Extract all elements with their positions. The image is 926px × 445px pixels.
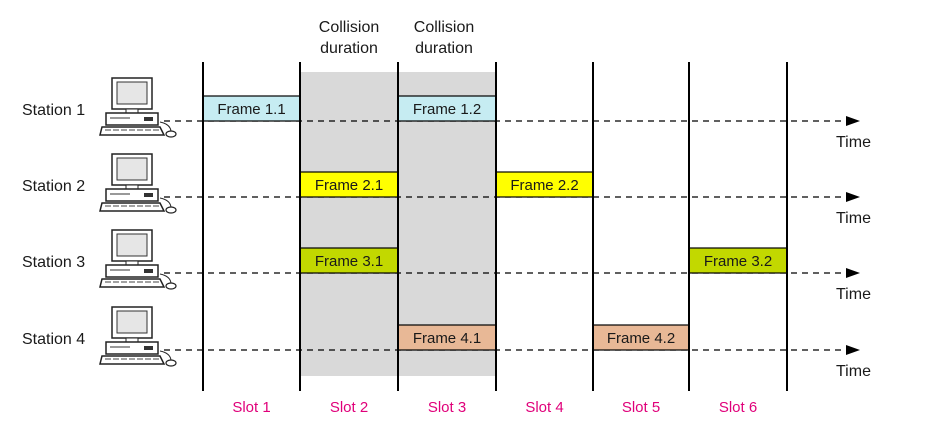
- frame-box: [592, 324, 690, 351]
- computer-icon: [99, 153, 177, 214]
- frame-label: Frame 2.1: [315, 177, 383, 194]
- slot-label-5: Slot 5: [622, 399, 660, 416]
- station-2-label: Station 2: [22, 178, 85, 195]
- frame-box: [495, 171, 594, 198]
- collision-label-2: Collision duration: [414, 19, 474, 57]
- frame-label: Frame 1.1: [217, 101, 285, 118]
- station-1-label: Station 1: [22, 102, 85, 119]
- station-2-time-label: Time: [836, 210, 871, 227]
- arrow-head-icon: [846, 192, 860, 202]
- frame-1-2: Frame 1.2: [397, 95, 497, 122]
- station-4-time-label: Time: [836, 363, 871, 380]
- frame-label: Frame 4.1: [413, 330, 481, 347]
- frame-2-2: Frame 2.2: [495, 171, 594, 198]
- frame-label: Frame 1.2: [413, 101, 481, 118]
- arrow-head-icon: [846, 116, 860, 126]
- collision-label-1-line2: duration: [320, 40, 378, 57]
- computer-icon: [99, 229, 177, 290]
- collision-label-2-line1: Collision: [414, 19, 474, 36]
- station-2: Station 2 Time: [22, 153, 871, 227]
- computer-icon: [99, 306, 177, 367]
- arrow-head-icon: [846, 268, 860, 278]
- slot-label-1: Slot 1: [232, 399, 270, 416]
- collision-region-1: [300, 72, 398, 376]
- frame-4-2: Frame 4.2: [592, 324, 690, 351]
- station-3-label: Station 3: [22, 254, 85, 271]
- collision-label-1: Collision duration: [319, 19, 379, 57]
- slot-label-2: Slot 2: [330, 399, 368, 416]
- collision-label-2-line2: duration: [415, 40, 473, 57]
- frame-3-2: Frame 3.2: [688, 247, 788, 274]
- station-4: Station 4 Time: [22, 306, 871, 380]
- slot-labels: Slot 1 Slot 2 Slot 3 Slot 4 Slot 5 Slot 6: [232, 399, 757, 416]
- station-1-time-label: Time: [836, 134, 871, 151]
- station-3: Station 3 Time: [22, 229, 871, 303]
- slot-label-4: Slot 4: [525, 399, 563, 416]
- frame-box: [688, 247, 788, 274]
- collision-shading: [300, 72, 496, 376]
- slot-boundaries: [202, 62, 788, 391]
- frame-2-1: Frame 2.1: [299, 171, 399, 198]
- frame-3-1: Frame 3.1: [299, 247, 399, 274]
- frame-1-1: Frame 1.1: [202, 95, 301, 122]
- frame-label: Frame 3.2: [704, 253, 772, 270]
- station-4-label: Station 4: [22, 331, 85, 348]
- frame-label: Frame 2.2: [510, 177, 578, 194]
- computer-icon: [99, 77, 177, 138]
- arrow-head-icon: [846, 345, 860, 355]
- collision-label-1-line1: Collision: [319, 19, 379, 36]
- frame-label: Frame 3.1: [315, 253, 383, 270]
- frame-label: Frame 4.2: [607, 330, 675, 347]
- slot-label-3: Slot 3: [428, 399, 466, 416]
- frame-4-1: Frame 4.1: [397, 324, 497, 351]
- station-3-time-label: Time: [836, 286, 871, 303]
- slot-label-6: Slot 6: [719, 399, 757, 416]
